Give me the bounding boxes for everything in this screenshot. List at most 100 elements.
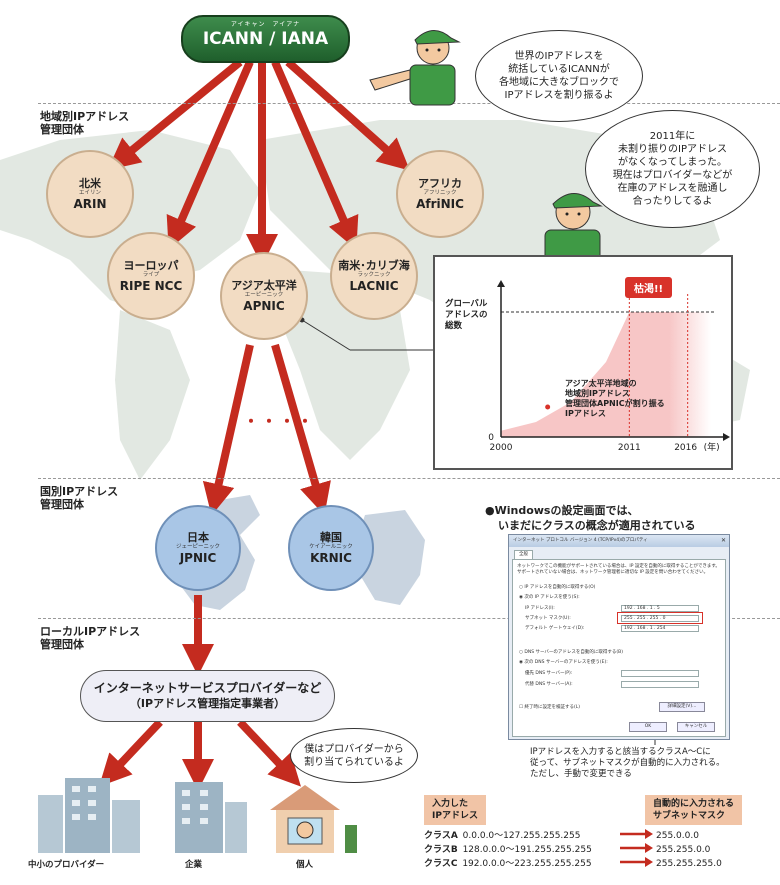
cancel-button[interactable]: キャンセル bbox=[677, 722, 715, 732]
speech-middle-line: がなくなってしまった。 bbox=[617, 157, 728, 168]
radio-manual-dns-label: 次の DNS サーバーのアドレスを使う(E): bbox=[524, 660, 608, 665]
class-mask: 255.0.0.0 bbox=[656, 831, 699, 841]
radio-manual-ip[interactable]: ◉ 次の IP アドレスを使う(S): bbox=[519, 595, 580, 600]
korea-map bbox=[355, 510, 425, 605]
gateway-field[interactable]: 192 . 168 . 1 . 254 bbox=[621, 625, 699, 632]
chart-annotation-dot bbox=[545, 404, 551, 410]
rir-ruby: エーピーニック bbox=[244, 292, 284, 298]
rir-ruby: エイリン bbox=[78, 190, 101, 196]
subnet-mask-highlight bbox=[617, 612, 703, 624]
ellipsis: ・・・・ bbox=[243, 412, 316, 431]
dns1-field[interactable] bbox=[621, 670, 699, 677]
separator-lir bbox=[38, 618, 780, 619]
separator-nir bbox=[38, 478, 780, 479]
nir-ruby: ジェーピーニック bbox=[175, 544, 220, 550]
speech-middle-line: 2011年に bbox=[649, 131, 696, 142]
speech-top-line: IPアドレスを割り振るよ bbox=[504, 90, 614, 101]
class-row: クラスA 0.0.0.0～127.255.255.255 bbox=[424, 831, 580, 842]
class-name: クラスB bbox=[424, 845, 458, 855]
rir-lacnic: 南米･カリブ海 ラックニック LACNIC bbox=[330, 232, 418, 320]
rir-jp-name: 北米 bbox=[79, 177, 101, 190]
advanced-button[interactable]: 詳細設定(V)... bbox=[659, 702, 705, 712]
rir-apnic: アジア太平洋 エーピーニック APNIC bbox=[220, 252, 308, 340]
radio-auto-dns[interactable]: ○ DNS サーバーのアドレスを自動的に取得する(B) bbox=[519, 650, 624, 655]
rir-ripe: ヨーロッパ ライプ RIPE NCC bbox=[107, 232, 195, 320]
close-icon[interactable]: ✕ bbox=[720, 537, 726, 544]
windows-heading-line2: いまだにクラスの概念が適用されている bbox=[498, 519, 696, 532]
section-rir-line2: 管理団体 bbox=[40, 123, 84, 136]
rir-en-name: RIPE NCC bbox=[119, 279, 183, 293]
class-table-header-right: 自動的に入力される サブネットマスク bbox=[645, 795, 743, 825]
rir-jp-name: 南米･カリブ海 bbox=[338, 259, 410, 272]
validate-checkbox-label: 終了時に設定を検証する(L) bbox=[524, 705, 580, 710]
tcpip-dialog: インターネット プロトコル バージョン 4 (TCP/IPv4)のプロパティ ✕… bbox=[508, 534, 730, 740]
rir-ruby: アフリニック bbox=[423, 190, 457, 196]
chart-area bbox=[501, 312, 711, 437]
chart-ylabel: グローバル アドレスの 総数 bbox=[445, 299, 488, 332]
nir-krnic: 韓国 ケイアールニック KRNIC bbox=[288, 505, 374, 591]
chart-ylabel-line: グローバル bbox=[445, 299, 488, 309]
mascot-pointing-icon bbox=[369, 30, 461, 106]
chart-annotation-line: 地域別IPアドレス bbox=[565, 389, 630, 398]
chart-ylabel-line: 総数 bbox=[445, 321, 463, 331]
icann-ruby: アイキャン アイアナ bbox=[230, 21, 301, 28]
gateway-label: デフォルト ゲートウェイ(D): bbox=[525, 626, 585, 631]
class-mask: 255.255.255.0 bbox=[656, 859, 722, 869]
nir-jpnic: 日本 ジェーピーニック JPNIC bbox=[155, 505, 241, 591]
class-range: 128.0.0.0～191.255.255.255 bbox=[462, 845, 592, 855]
ok-button[interactable]: OK bbox=[629, 722, 667, 732]
separator-rir bbox=[38, 103, 780, 104]
class-range: 192.0.0.0～223.255.255.255 bbox=[462, 859, 592, 869]
chart-ylabel-line: アドレスの bbox=[445, 310, 488, 320]
validate-checkbox[interactable]: ☐ 終了時に設定を検証する(L) bbox=[519, 705, 580, 710]
dialog-title: インターネット プロトコル バージョン 4 (TCP/IPv4)のプロパティ bbox=[513, 538, 648, 543]
windows-note: IPアドレスを入力すると該当するクラスA～Cに 従って、サブネットマスクが自動的… bbox=[530, 747, 725, 780]
chart-x-tick-label: (年) bbox=[704, 441, 720, 453]
ip-address-field[interactable]: 192 . 168 . 1 . 5 bbox=[621, 605, 699, 612]
isp-line1: インターネットサービスプロバイダーなど bbox=[93, 681, 322, 695]
class-row: クラスB 128.0.0.0～191.255.255.255 bbox=[424, 845, 592, 856]
speech-top-line: 統括しているICANNが bbox=[508, 64, 610, 75]
class-table-header-left: 入力した IPアドレス bbox=[424, 795, 486, 825]
radio-manual-ip-label: 次の IP アドレスを使う(S): bbox=[524, 595, 580, 600]
chart-annotation: アジア太平洋地域の 地域別IPアドレス 管理団体APNICが割り振る IPアドレ… bbox=[565, 379, 665, 419]
rir-en-name: APNIC bbox=[243, 299, 285, 313]
section-nir-line2: 管理団体 bbox=[40, 498, 84, 511]
radio-auto-ip[interactable]: ○ IP アドレスを自動的に取得する(O) bbox=[519, 585, 596, 590]
rir-ruby: ライプ bbox=[142, 272, 160, 278]
dialog-titlebar: インターネット プロトコル バージョン 4 (TCP/IPv4)のプロパティ ✕ bbox=[509, 535, 729, 547]
dns2-field[interactable] bbox=[621, 681, 699, 688]
radio-auto-ip-label: IP アドレスを自動的に取得する(O) bbox=[524, 585, 596, 590]
windows-note-line: 従って、サブネットマスクが自動的に入力される。 bbox=[530, 758, 725, 768]
icann-node: アイキャン アイアナ ICANN / IANA bbox=[181, 15, 350, 63]
rir-afrinic: アフリカ アフリニック AfriNIC bbox=[396, 150, 484, 238]
radio-auto-dns-label: DNS サーバーのアドレスを自動的に取得する(B) bbox=[524, 650, 624, 655]
radio-manual-dns[interactable]: ◉ 次の DNS サーバーのアドレスを使う(E): bbox=[519, 660, 608, 665]
section-nir-line1: 国別IPアドレス bbox=[40, 485, 119, 498]
rir-en-name: AfriNIC bbox=[416, 197, 464, 211]
subnet-mask-field[interactable]: 255 . 255 . 255 . 0 bbox=[621, 615, 699, 622]
class-mask: 255.255.0.0 bbox=[656, 845, 711, 855]
dns2-label: 代替 DNS サーバー(A): bbox=[525, 682, 573, 687]
speech-middle-line: 未割り振りのIPアドレス bbox=[618, 144, 727, 155]
nir-en-name: JPNIC bbox=[179, 551, 217, 565]
rir-ruby: ラックニック bbox=[357, 272, 391, 278]
rir-arin: 北米 エイリン ARIN bbox=[46, 150, 134, 238]
ip-address-label: IP アドレス(I): bbox=[525, 606, 555, 611]
speech-top-line: 各地域に大きなブロックで bbox=[499, 77, 619, 88]
chart-badge: 枯渇!! bbox=[625, 277, 673, 298]
rir-jp-name: ヨーロッパ bbox=[123, 259, 179, 272]
chart-annotation-line: IPアドレス bbox=[565, 409, 606, 418]
class-row: クラスC 192.0.0.0～223.255.255.255 bbox=[424, 859, 592, 870]
speech-bottom-line: 割り当てられているよ bbox=[304, 756, 404, 768]
dns1-label: 優先 DNS サーバー(P): bbox=[525, 671, 573, 676]
section-rir-line1: 地域別IPアドレス bbox=[40, 110, 130, 123]
class-name: クラスA bbox=[424, 831, 458, 841]
rir-en-name: LACNIC bbox=[349, 279, 399, 293]
class-header-left-line: IPアドレス bbox=[432, 811, 478, 821]
section-label-nir: 国別IPアドレス 管理団体 bbox=[40, 485, 118, 511]
chart-annotation-line: アジア太平洋地域の bbox=[565, 379, 637, 388]
class-arrows bbox=[620, 829, 653, 867]
nir-jp-name: 韓国 bbox=[320, 531, 342, 544]
class-range: 0.0.0.0～127.255.255.255 bbox=[462, 831, 581, 841]
